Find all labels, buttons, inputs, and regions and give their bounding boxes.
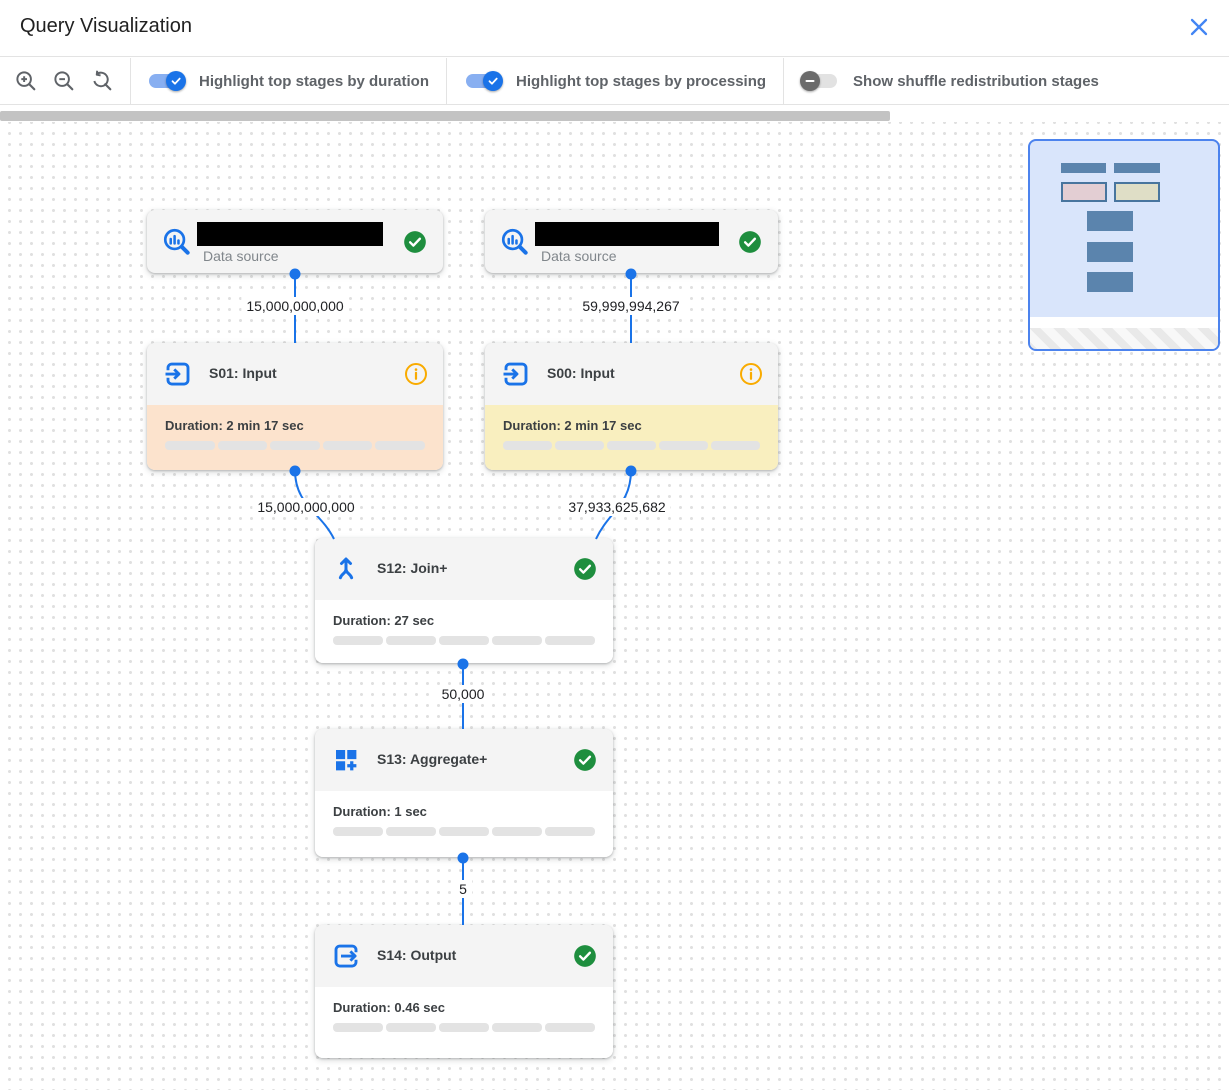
data-source-label: Data source: [203, 248, 279, 264]
minimap-canvas-gap: [1030, 317, 1218, 328]
input-icon: [503, 362, 528, 386]
duration-text: Duration: 2 min 17 sec: [503, 418, 642, 433]
node-data-source-1[interactable]: Data source: [147, 210, 443, 273]
success-check-icon: [574, 558, 596, 580]
zoom-in-button[interactable]: [10, 65, 42, 97]
minimap-node: [1087, 272, 1133, 292]
toggle-duration-label: Highlight top stages by duration: [199, 72, 429, 90]
edge-row-count: 15,000,000,000: [252, 498, 360, 516]
node-stage-s12-join[interactable]: S12: Join+ Duration: 27 sec: [315, 538, 613, 663]
toolbar-divider: [783, 57, 785, 105]
node-stage-s13-aggregate[interactable]: S13: Aggregate+ Duration: 1 sec: [315, 729, 613, 857]
stage-title: S13: Aggregate+: [377, 751, 488, 767]
stage-title: S14: Output: [377, 947, 457, 963]
edge-row-count: 50,000: [436, 685, 490, 703]
minus-icon: [805, 80, 815, 82]
minimap-node-highlight-processing: [1114, 182, 1160, 202]
toggle-shuffle-label: Show shuffle redistribution stages: [853, 72, 1099, 90]
duration-progress-bar: [333, 636, 595, 645]
stage-header: S13: Aggregate+: [315, 729, 613, 791]
node-stage-s14-output[interactable]: S14: Output Duration: 0.46 sec: [315, 925, 613, 1058]
success-check-icon: [574, 945, 596, 967]
dialog-header: Query Visualization: [0, 0, 1229, 57]
minimap-node: [1114, 163, 1160, 173]
bigquery-datasource-icon: [163, 228, 190, 255]
duration-progress-bar: [333, 827, 595, 836]
duration-progress-bar: [503, 441, 760, 450]
redacted-table-name: [197, 222, 383, 246]
stage-duration-panel: Duration: 2 min 17 sec: [485, 405, 778, 470]
edge-row-count: 37,933,625,682: [563, 498, 671, 516]
graph-canvas[interactable]: [0, 122, 1229, 1090]
close-icon: [1190, 18, 1208, 35]
toolbar: Highlight top stages by duration Highlig…: [0, 57, 1229, 105]
check-icon: [171, 77, 181, 85]
info-icon[interactable]: [404, 362, 428, 386]
minimap-node: [1087, 211, 1133, 231]
toolbar-divider: [446, 57, 447, 105]
node-stage-s00-input[interactable]: S00: Input Duration: 2 min 17 sec: [485, 343, 778, 470]
stage-title: S01: Input: [209, 365, 277, 381]
duration-text: Duration: 0.46 sec: [333, 1000, 445, 1015]
edge-row-count: 59,999,994,267: [577, 297, 685, 315]
duration-progress-bar: [165, 441, 425, 450]
stage-header: S12: Join+: [315, 538, 613, 600]
edge-row-count: 15,000,000,000: [241, 297, 349, 315]
toolbar-divider: [130, 57, 131, 105]
edge-row-count: 5: [454, 880, 472, 898]
bigquery-datasource-icon: [501, 228, 528, 255]
close-button[interactable]: [1185, 14, 1213, 42]
node-stage-s01-input[interactable]: S01: Input Duration: 2 min 17 sec: [147, 343, 443, 470]
horizontal-scrollbar-track: [0, 106, 1229, 122]
minimap-node: [1061, 163, 1106, 173]
duration-text: Duration: 1 sec: [333, 804, 427, 819]
zoom-reset-icon: [93, 70, 112, 91]
aggregate-icon: [336, 750, 357, 771]
horizontal-scrollbar-thumb[interactable]: [0, 111, 890, 121]
minimap-node: [1087, 242, 1133, 262]
toggle-processing-label: Highlight top stages by processing: [516, 72, 767, 90]
stage-title: S12: Join+: [377, 560, 448, 576]
duration-text: Duration: 27 sec: [333, 613, 435, 628]
join-icon: [338, 557, 354, 580]
stage-header: S00: Input: [485, 343, 778, 405]
stage-header: S14: Output: [315, 925, 613, 987]
duration-progress-bar: [333, 1023, 595, 1032]
success-check-icon: [739, 230, 761, 253]
input-icon: [165, 362, 190, 386]
toggle-show-shuffle[interactable]: [800, 69, 840, 93]
stage-duration-panel: Duration: 2 min 17 sec: [147, 405, 443, 470]
output-icon: [334, 944, 358, 968]
success-check-icon: [574, 749, 596, 771]
zoom-out-button[interactable]: [48, 65, 80, 97]
minimap[interactable]: [1028, 139, 1220, 351]
stage-header: S01: Input: [147, 343, 443, 405]
success-check-icon: [404, 230, 426, 253]
check-icon: [488, 77, 498, 85]
data-source-label: Data source: [541, 248, 617, 264]
stage-title: S00: Input: [547, 365, 615, 381]
zoom-reset-button[interactable]: [86, 65, 118, 97]
toggle-highlight-duration[interactable]: [146, 69, 186, 93]
minimap-out-of-bounds: [1030, 328, 1218, 349]
node-data-source-2[interactable]: Data source: [485, 210, 778, 273]
zoom-in-icon: [16, 71, 36, 91]
redacted-table-name: [535, 222, 719, 246]
toggle-highlight-processing[interactable]: [463, 69, 503, 93]
stage-duration-panel: Duration: 27 sec: [315, 600, 613, 663]
minimap-node-highlight-duration: [1061, 182, 1107, 202]
stage-duration-panel: Duration: 1 sec: [315, 791, 613, 857]
zoom-out-icon: [54, 71, 74, 91]
info-icon[interactable]: [739, 362, 763, 386]
duration-text: Duration: 2 min 17 sec: [165, 418, 304, 433]
stage-duration-panel: Duration: 0.46 sec: [315, 987, 613, 1058]
page-title: Query Visualization: [20, 15, 192, 37]
